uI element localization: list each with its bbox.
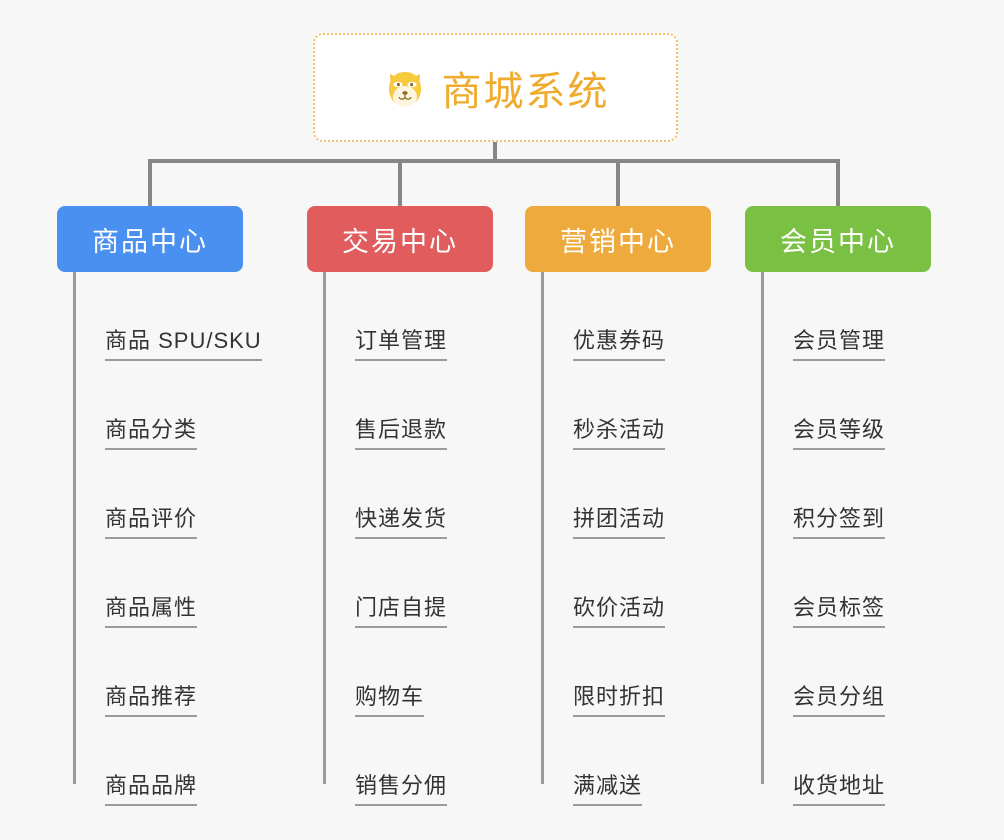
list-item-label: 门店自提 <box>355 595 448 628</box>
list-item[interactable]: 订单管理 <box>307 272 493 361</box>
list-item[interactable]: 商品推荐 <box>57 628 243 717</box>
list-item-label: 积分签到 <box>793 506 886 539</box>
root-title: 商城系统 <box>441 69 610 114</box>
list-item-label: 会员分组 <box>793 684 886 717</box>
branch-spine <box>761 272 764 784</box>
branch-header-member-center[interactable]: 会员中心 <box>745 206 931 272</box>
branch-header-label: 会员中心 <box>780 226 896 257</box>
connector-drop-1 <box>148 159 152 206</box>
list-item[interactable]: 商品分类 <box>57 361 243 450</box>
branch-spine <box>323 272 326 784</box>
list-item-label: 会员等级 <box>793 417 886 450</box>
connector-drop-2 <box>398 159 402 206</box>
list-item[interactable]: 销售分佣 <box>307 717 493 806</box>
list-item[interactable]: 砍价活动 <box>525 539 711 628</box>
list-item[interactable]: 购物车 <box>307 628 493 717</box>
branch-header-label: 交易中心 <box>342 226 458 257</box>
shiba-dog-face-icon <box>382 65 428 111</box>
branch-header-product-center[interactable]: 商品中心 <box>57 206 243 272</box>
list-item[interactable]: 售后退款 <box>307 361 493 450</box>
list-item[interactable]: 快递发货 <box>307 450 493 539</box>
list-item-label: 限时折扣 <box>573 684 666 717</box>
branch-children-list: 订单管理 售后退款 快递发货 门店自提 购物车 销售分佣 <box>307 272 493 806</box>
list-item-label: 商品属性 <box>105 595 198 628</box>
connector-root-stem <box>493 142 497 163</box>
list-item-label: 销售分佣 <box>355 773 448 806</box>
branch-header-marketing-center[interactable]: 营销中心 <box>525 206 711 272</box>
list-item-label: 商品分类 <box>105 417 198 450</box>
list-item-label: 拼团活动 <box>573 506 666 539</box>
list-item-label: 商品推荐 <box>105 684 198 717</box>
list-item[interactable]: 商品 SPU/SKU <box>57 272 262 361</box>
branch-header-label: 营销中心 <box>560 226 676 257</box>
list-item-label: 优惠券码 <box>573 328 666 361</box>
branch-trade-center: 交易中心 订单管理 售后退款 快递发货 门店自提 购物车 销售分佣 <box>307 206 493 806</box>
branch-spine <box>541 272 544 784</box>
branch-header-label: 商品中心 <box>92 226 208 257</box>
list-item-label: 商品评价 <box>105 506 198 539</box>
list-item-label: 满减送 <box>573 773 643 806</box>
branch-marketing-center: 营销中心 优惠券码 秒杀活动 拼团活动 砍价活动 限时折扣 满减送 <box>525 206 711 806</box>
list-item[interactable]: 秒杀活动 <box>525 361 711 450</box>
branch-children-list: 商品 SPU/SKU 商品分类 商品评价 商品属性 商品推荐 商品品牌 <box>57 272 262 806</box>
branch-header-trade-center[interactable]: 交易中心 <box>307 206 493 272</box>
branch-children-list: 优惠券码 秒杀活动 拼团活动 砍价活动 限时折扣 满减送 <box>525 272 711 806</box>
list-item-label: 砍价活动 <box>573 595 666 628</box>
branch-children-list: 会员管理 会员等级 积分签到 会员标签 会员分组 收货地址 <box>745 272 931 806</box>
list-item[interactable]: 优惠券码 <box>525 272 711 361</box>
list-item-label: 商品 SPU/SKU <box>105 328 262 361</box>
connector-drop-3 <box>616 159 620 206</box>
list-item-label: 售后退款 <box>355 417 448 450</box>
root-node[interactable]: 商城系统 <box>313 33 678 142</box>
connector-drop-4 <box>836 159 840 206</box>
list-item-label: 秒杀活动 <box>573 417 666 450</box>
list-item[interactable]: 商品品牌 <box>57 717 243 806</box>
list-item[interactable]: 商品评价 <box>57 450 243 539</box>
list-item-label: 订单管理 <box>355 328 448 361</box>
branch-member-center: 会员中心 会员管理 会员等级 积分签到 会员标签 会员分组 收货地址 <box>745 206 931 806</box>
list-item[interactable]: 拼团活动 <box>525 450 711 539</box>
list-item[interactable]: 商品属性 <box>57 539 243 628</box>
list-item[interactable]: 会员管理 <box>745 272 931 361</box>
list-item[interactable]: 会员分组 <box>745 628 931 717</box>
branch-product-center: 商品中心 商品 SPU/SKU 商品分类 商品评价 商品属性 商品推荐 商品品牌 <box>57 206 262 806</box>
list-item[interactable]: 限时折扣 <box>525 628 711 717</box>
list-item[interactable]: 积分签到 <box>745 450 931 539</box>
list-item-label: 快递发货 <box>355 506 448 539</box>
connector-horizontal-bus <box>148 159 840 163</box>
list-item-label: 购物车 <box>355 684 425 717</box>
list-item[interactable]: 满减送 <box>525 717 711 806</box>
list-item[interactable]: 收货地址 <box>745 717 931 806</box>
list-item-label: 会员管理 <box>793 328 886 361</box>
list-item-label: 收货地址 <box>793 773 886 806</box>
list-item-label: 会员标签 <box>793 595 886 628</box>
list-item[interactable]: 会员标签 <box>745 539 931 628</box>
list-item-label: 商品品牌 <box>105 773 198 806</box>
branch-spine <box>73 272 76 784</box>
list-item[interactable]: 会员等级 <box>745 361 931 450</box>
list-item[interactable]: 门店自提 <box>307 539 493 628</box>
